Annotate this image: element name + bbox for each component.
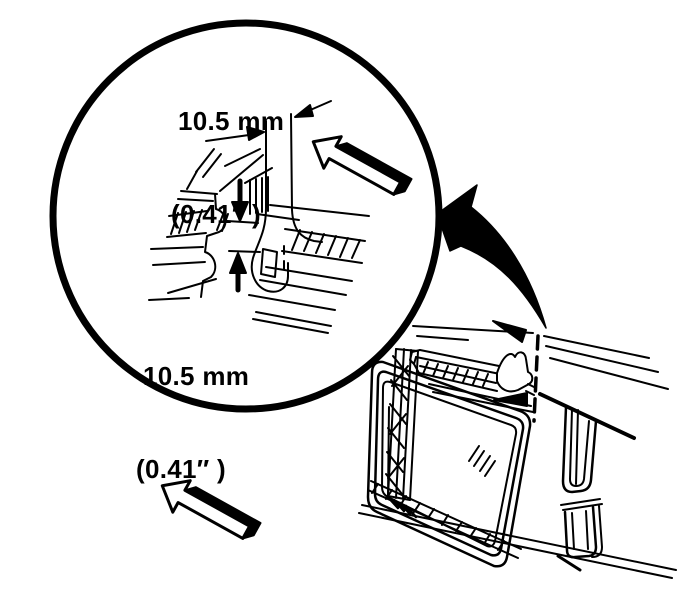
callout-bottom-imperial: (0.41″ ) — [136, 454, 226, 484]
curved-arrow — [436, 184, 547, 329]
dimension-arrow-up — [229, 252, 247, 293]
dimension-arrow-down — [231, 178, 249, 222]
cross-section-drawing — [148, 113, 370, 334]
window-frame — [366, 360, 532, 568]
callout-bottom: 10.5 mm (0.41″ ) — [136, 299, 249, 516]
callout-top-metric: 10.5 mm — [178, 106, 285, 136]
callout-top-imperial: (0.41″ ) — [171, 199, 261, 229]
b-pillar — [561, 405, 598, 494]
callout-bottom-metric: 10.5 mm — [143, 361, 250, 391]
block-arrow-upper — [311, 135, 413, 196]
block-arrow-lower — [160, 479, 262, 540]
callout-top: 10.5 mm (0.41″ ) — [171, 44, 284, 261]
pointer-arrow-right — [294, 100, 332, 118]
glass-reflection-marks — [468, 445, 496, 477]
retainer-clip — [496, 351, 537, 396]
small-arrow-top — [492, 320, 527, 343]
dashed-marker — [532, 334, 540, 423]
front-pillar — [385, 348, 419, 501]
body-side-panel — [358, 320, 677, 579]
pointer-arrow-left — [205, 126, 265, 142]
detail-circle — [49, 19, 443, 413]
